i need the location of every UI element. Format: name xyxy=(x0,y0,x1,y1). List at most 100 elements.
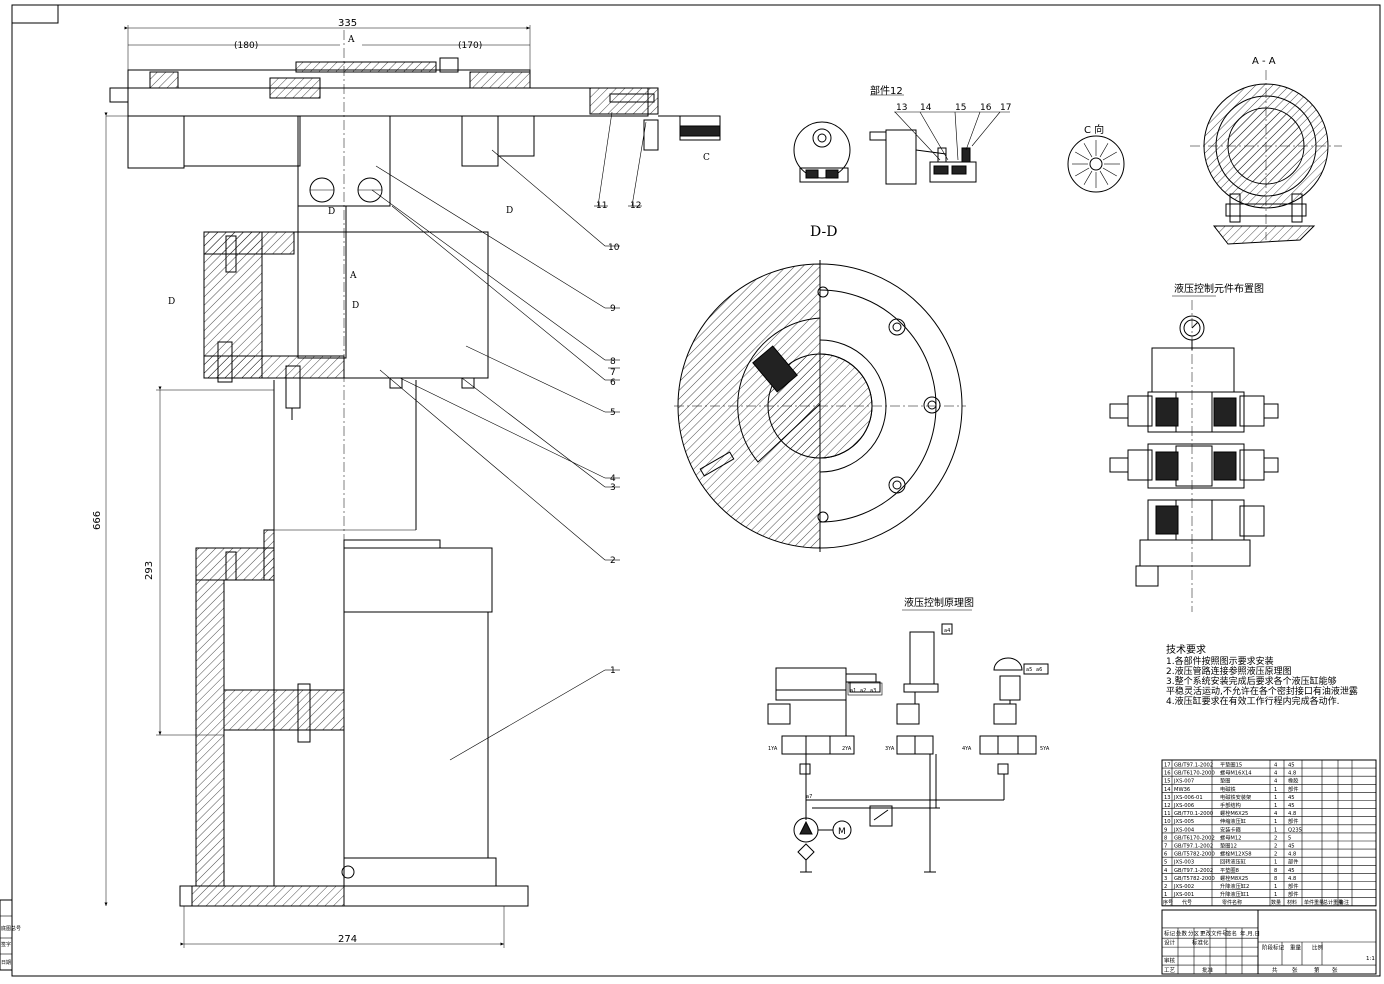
callout-6: 6 xyxy=(610,378,616,388)
tech-line-4: 平稳灵活运动,不允许在各个密封接口有油液泄露 xyxy=(1166,685,1358,697)
bom-cell: 手部结构 xyxy=(1220,801,1241,809)
section-mark-a-top: A xyxy=(347,35,355,45)
schematic-label-a7: a7 xyxy=(806,794,812,800)
bom-cell: 垫圈 xyxy=(1220,777,1230,785)
callout-10: 10 xyxy=(608,243,620,253)
title-block-cell: 标记 xyxy=(1164,930,1176,938)
c-view-spoke xyxy=(1075,151,1090,161)
section-mark-a-mid: A xyxy=(349,271,357,281)
hydraulic-schematic: 液压控制原理图 xyxy=(767,596,1050,873)
sheet-border xyxy=(11,4,1381,977)
bom-cell: 橡胶 xyxy=(1288,777,1298,785)
title-block-cell: 张 xyxy=(1292,966,1298,974)
bom-header-cell: 材料 xyxy=(1287,899,1297,906)
bom-cell: 4 xyxy=(1164,868,1168,874)
section-mark-d-2: D xyxy=(506,206,513,216)
bom-cell: 部件 xyxy=(1288,785,1298,793)
bom-cell: 螺栓M12X58 xyxy=(1220,850,1252,858)
sub-label-17: 17 xyxy=(1000,103,1011,113)
bom-cell: 11 xyxy=(1164,811,1171,817)
bom-cell: GB/T6170-2000 xyxy=(1174,771,1215,777)
dd-section: D-D xyxy=(674,224,966,552)
title-block-cell: 1:1 xyxy=(1366,956,1375,962)
callout-1: 1 xyxy=(610,666,616,676)
c-view-spoke xyxy=(1075,167,1090,177)
bom-cell: 10 xyxy=(1164,819,1171,825)
bom-cell: 螺栓M8X25 xyxy=(1220,874,1248,882)
bom-cell: 回转液压缸 xyxy=(1220,858,1246,866)
c-view-spoke xyxy=(1102,167,1117,177)
c-view-spoke xyxy=(1099,143,1109,158)
bom-cell: 12 xyxy=(1164,803,1171,809)
schematic-label-a1: a1 xyxy=(850,688,856,694)
callout-9: 9 xyxy=(610,304,616,314)
c-view-spoke xyxy=(1083,170,1093,185)
section-mark-d-3: D xyxy=(168,297,175,307)
schematic-label-5ya: 5YA xyxy=(1040,746,1050,752)
main-labels: 335 (180) (170) 666 293 274 A A D D D D … xyxy=(92,18,710,945)
c-view-spokes xyxy=(1072,140,1120,188)
bom-cell: 4 xyxy=(1274,811,1278,817)
callout-7: 7 xyxy=(610,368,616,378)
bom-cell: 伸缩液压缸 xyxy=(1220,817,1246,825)
bom-cell: 7 xyxy=(1164,844,1167,850)
c-view-title: C 向 xyxy=(1084,123,1104,136)
bom-cell: 8 xyxy=(1274,876,1277,882)
callout-11: 11 xyxy=(596,201,607,211)
dim-right-span: (170) xyxy=(458,41,482,51)
bom-cell: 1 xyxy=(1274,819,1277,825)
bom-cell: JXS-004 xyxy=(1173,827,1195,833)
callout-8: 8 xyxy=(610,357,616,367)
side-label-3: 日期 xyxy=(1,960,11,966)
c-view-spoke xyxy=(1102,151,1117,161)
title-block-cell: 年.月.日 xyxy=(1240,930,1260,938)
schematic-label-1ya: 1YA xyxy=(768,746,778,752)
bom-cell: 8 xyxy=(1274,868,1277,874)
dim-total-height: 666 xyxy=(92,511,103,530)
dim-left-span: (180) xyxy=(234,41,258,51)
bom-cell: 9 xyxy=(1164,827,1167,833)
title-block-cell: 共 xyxy=(1272,966,1278,974)
callout-12: 12 xyxy=(630,201,641,211)
dim-total-width: 335 xyxy=(338,18,357,29)
bom-header-cell: 零件名称 xyxy=(1222,899,1242,906)
bom-cell: JXS-006-01 xyxy=(1173,795,1203,801)
bom-header-cell: 备注 xyxy=(1339,899,1349,906)
tech-line-1: 1.各部件按照图示要求安装 xyxy=(1166,655,1274,667)
dim-base-width: 274 xyxy=(338,934,357,945)
bom-cell: 4 xyxy=(1274,779,1278,785)
bom-cell: 4.8 xyxy=(1288,811,1296,817)
bom-cell: 1 xyxy=(1274,884,1277,890)
bom-cell: 2 xyxy=(1274,852,1277,858)
bom-cell: 1 xyxy=(1274,827,1277,833)
title-block-cell: 批准 xyxy=(1202,966,1214,974)
bom-cell: 部件 xyxy=(1288,882,1298,890)
title-block-cell: 更改文件号 xyxy=(1200,930,1228,938)
schematic-label-a2: a2 xyxy=(860,688,866,694)
title-block-cell: 阶段标记 xyxy=(1262,944,1285,952)
bom-cell: 4 xyxy=(1274,771,1278,777)
corner-box xyxy=(11,4,59,24)
callout-2: 2 xyxy=(610,556,616,566)
bom-cell: 电磁铁安装架 xyxy=(1220,793,1251,801)
sub-label-16: 16 xyxy=(980,103,992,113)
tech-line-2: 2.液压管路连接参照液压原理图 xyxy=(1166,665,1292,677)
bom-cell: 17 xyxy=(1164,763,1171,769)
sub-label-13: 13 xyxy=(896,103,907,113)
title-block-cell: 处数 xyxy=(1176,930,1188,938)
bom-cell: 平垫圈15 xyxy=(1220,761,1242,769)
hydraulic-layout: 液压控制元件布置图 xyxy=(1109,282,1279,612)
subassembly-12: 部件12 13 14 15 16 17 xyxy=(793,84,1011,185)
bom-header-cell: 单件重量 xyxy=(1304,899,1324,906)
bom-cell: MW36 xyxy=(1174,787,1190,793)
bom-cell: JXS-006 xyxy=(1173,803,1194,809)
bom-cell: 4.8 xyxy=(1288,771,1296,777)
bom-cell: GB/T5782-2000 xyxy=(1174,852,1215,858)
bom-cell: 4.8 xyxy=(1288,876,1296,882)
bom-cell: 1 xyxy=(1274,787,1277,793)
title-block-cell: 重量 xyxy=(1290,944,1302,952)
svg-text:M: M xyxy=(838,827,846,837)
tech-title: 技术要求 xyxy=(1166,643,1206,656)
bom-cell: GB/T70.1-2000 xyxy=(1174,811,1213,817)
title-block: 标记处数分区更改文件号签名年.月.日设计标准化阶段标记重量比例审核工艺批准共张第… xyxy=(1161,909,1377,975)
